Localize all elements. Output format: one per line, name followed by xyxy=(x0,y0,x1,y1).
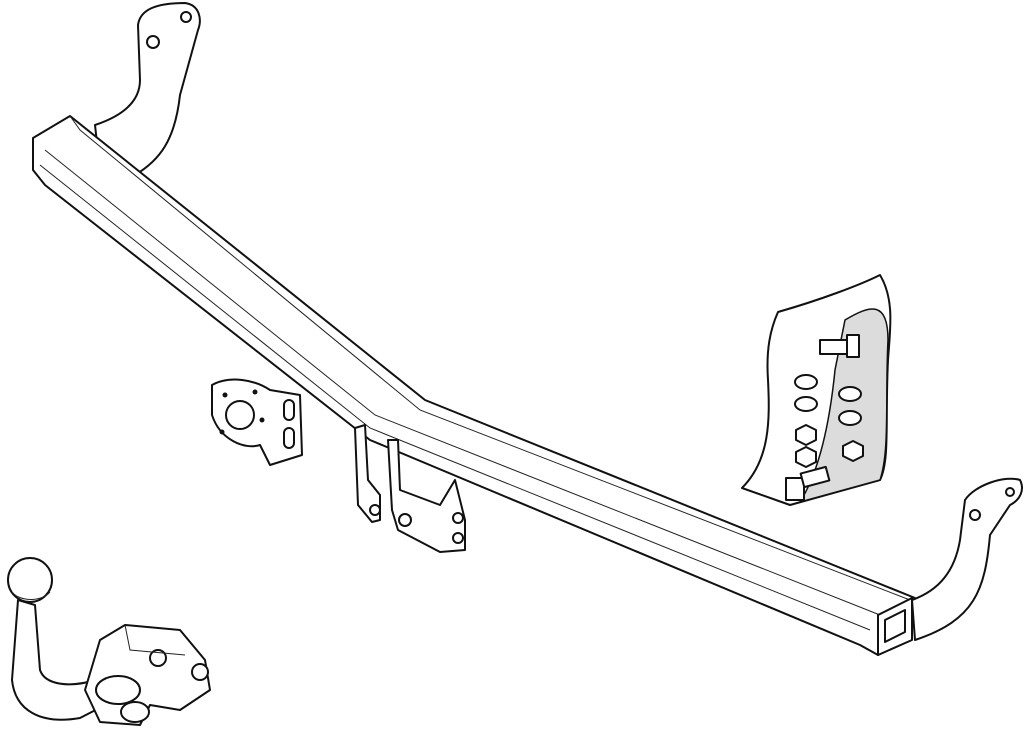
hardware-detail-panel xyxy=(741,274,892,506)
bolt-icon xyxy=(819,334,860,358)
cross-beam xyxy=(32,115,916,656)
left-mounting-bracket xyxy=(94,2,201,176)
coupling-mechanism xyxy=(84,624,211,726)
socket-plate xyxy=(211,378,303,466)
centre-brackets xyxy=(354,424,466,553)
right-mounting-bracket xyxy=(911,477,1023,641)
bolt-icon xyxy=(785,465,831,501)
